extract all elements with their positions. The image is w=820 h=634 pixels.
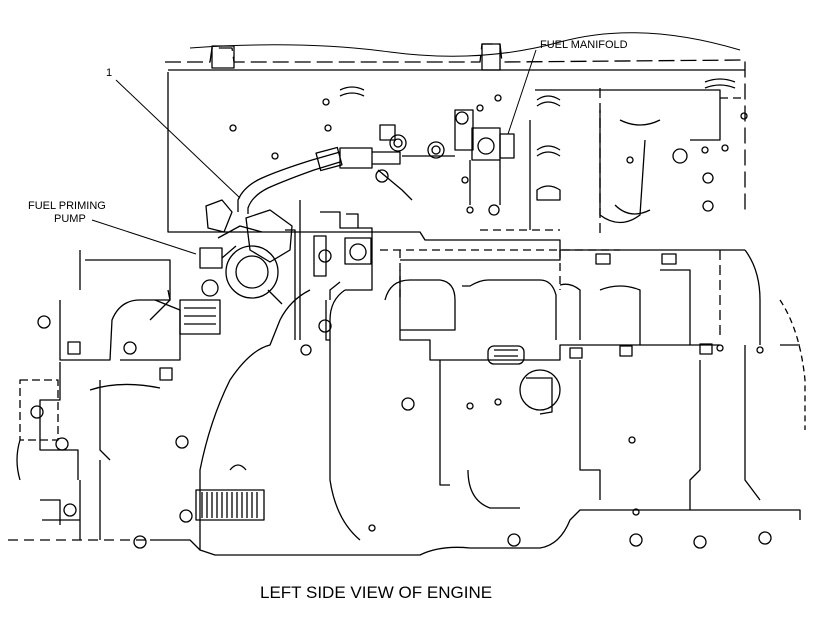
fuel-priming-pump-label-line2: PUMP (54, 213, 86, 225)
fuel-line (237, 146, 343, 214)
block-bolts (30, 253, 772, 549)
fuel-manifold (339, 109, 515, 205)
head-bolts (229, 94, 748, 216)
fuel-manifold-label: FUEL MANIFOLD (540, 39, 628, 51)
engine-block (199, 249, 761, 556)
fuel-priming-pump-label-line1: FUEL PRIMING (28, 200, 106, 212)
leader-lines (91, 49, 537, 255)
starter-gear (195, 464, 265, 521)
lower-outline (8, 299, 806, 551)
callout-number: 1 (106, 67, 112, 79)
fuel-filter-housing (313, 211, 373, 341)
engine-linework (8, 32, 806, 556)
diagram-caption: LEFT SIDE VIEW OF ENGINE (260, 583, 492, 602)
callout-1-leader (115, 79, 241, 199)
cylinder-head (165, 32, 746, 251)
fuel-priming-pump (179, 199, 301, 340)
oil-filler (487, 345, 561, 415)
fuel-manifold-leader (507, 49, 537, 135)
hidden-lines (380, 97, 745, 300)
fuel-priming-pump-leader (91, 219, 197, 255)
